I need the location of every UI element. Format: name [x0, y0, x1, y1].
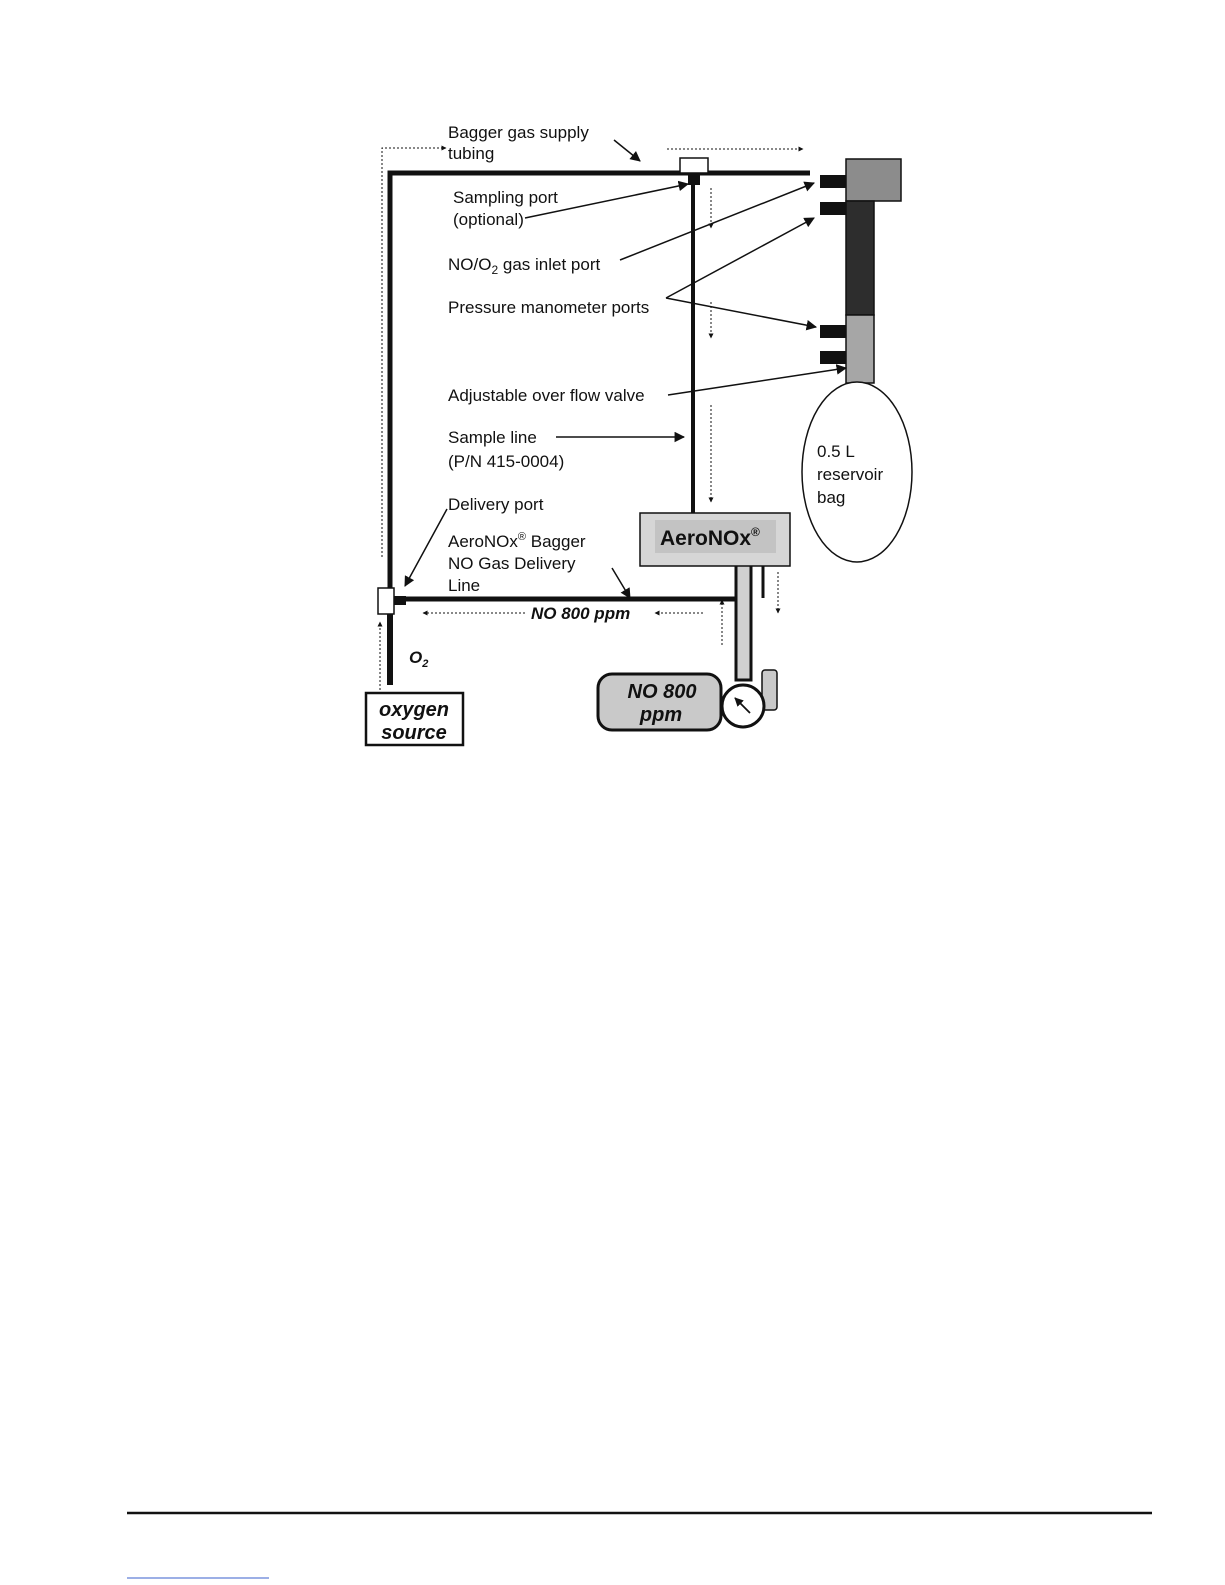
- label-sample-line-1: Sample line: [448, 428, 537, 447]
- bagger-manifold-valve: [846, 315, 874, 383]
- bagger-manifold-top: [846, 159, 901, 201]
- arrow-delivery-port: [405, 509, 447, 586]
- no-o2-inlet-port: [820, 175, 846, 188]
- label-reservoir-3: bag: [817, 488, 845, 507]
- label-no-flow: NO 800 ppm: [531, 604, 630, 623]
- delivery-port-stub: [394, 596, 406, 605]
- label-delivery-line-1: AeroNOx® Bagger: [448, 531, 586, 551]
- aeronox-device-name: AeroNOx®: [660, 525, 760, 550]
- label-sampling-port-1: Sampling port: [453, 188, 558, 207]
- sampling-port-fitting: [680, 158, 708, 173]
- label-delivery-line-sup: ®: [518, 531, 526, 543]
- label-delivery-line-3: Line: [448, 576, 480, 595]
- label-o2: O2: [409, 648, 428, 670]
- label-inlet-port: NO/O2 gas inlet port: [448, 255, 600, 277]
- label-sample-line-2: (P/N 415-0004): [448, 452, 564, 471]
- arrow-delivery-line: [612, 568, 630, 598]
- label-delivery-port: Delivery port: [448, 495, 544, 514]
- label-o2-sub: 2: [421, 658, 428, 670]
- label-delivery-line-2: NO Gas Delivery: [448, 554, 576, 573]
- label-sampling-port-2: (optional): [453, 210, 524, 229]
- label-manometer-ports: Pressure manometer ports: [448, 298, 649, 317]
- manometer-port-bottom: [820, 325, 846, 338]
- bagger-manifold-body: [846, 201, 874, 315]
- delivery-port-fitting: [378, 588, 394, 614]
- arrow-manometer-bottom: [666, 298, 816, 327]
- arrow-bagger-tubing: [614, 140, 640, 161]
- arrow-inlet-port: [620, 183, 814, 260]
- manometer-port-top: [820, 202, 846, 215]
- oxygen-source-label-1: oxygen: [379, 699, 449, 721]
- label-overflow-valve: Adjustable over flow valve: [448, 386, 645, 405]
- oxygen-source-label-2: source: [381, 722, 447, 744]
- cylinder-label-2: ppm: [639, 704, 682, 726]
- cylinder-connection-tube: [736, 565, 751, 680]
- label-bagger-tubing-1: Bagger gas supply: [448, 123, 589, 142]
- label-reservoir-1: 0.5 L: [817, 442, 855, 461]
- aeronox-device-sup: ®: [751, 525, 760, 539]
- sampling-port-stub: [688, 173, 700, 185]
- overflow-valve-port: [820, 351, 846, 364]
- arrow-manometer-top: [666, 218, 814, 298]
- label-reservoir-2: reservoir: [817, 465, 883, 484]
- label-bagger-tubing-2: tubing: [448, 144, 494, 163]
- cylinder-label-1: NO 800: [628, 681, 697, 703]
